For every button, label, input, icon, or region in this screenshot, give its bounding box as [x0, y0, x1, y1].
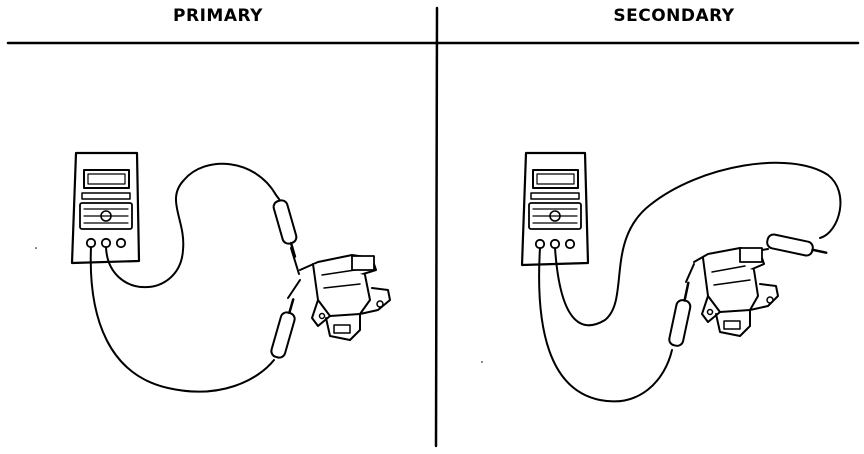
primary-multimeter: [70, 151, 141, 265]
secondary-upper-probe: [766, 233, 828, 257]
panel-divider: [434, 6, 439, 448]
secondary-panel-title: SECONDARY: [613, 6, 735, 26]
primary-ignition-coil: [299, 254, 391, 341]
secondary-multimeter: [520, 151, 590, 267]
secondary-upper-lead: [554, 161, 842, 327]
primary-lower-probe: [270, 298, 296, 359]
secondary-lower-lead: [538, 247, 673, 403]
secondary-lower-probe: [668, 281, 692, 347]
primary-upper-lead: [105, 162, 283, 289]
primary-lower-lead: [89, 246, 275, 393]
secondary-ignition-coil: [693, 247, 779, 337]
primary-upper-probe: [272, 199, 298, 258]
primary-panel-title: PRIMARY: [173, 6, 263, 26]
